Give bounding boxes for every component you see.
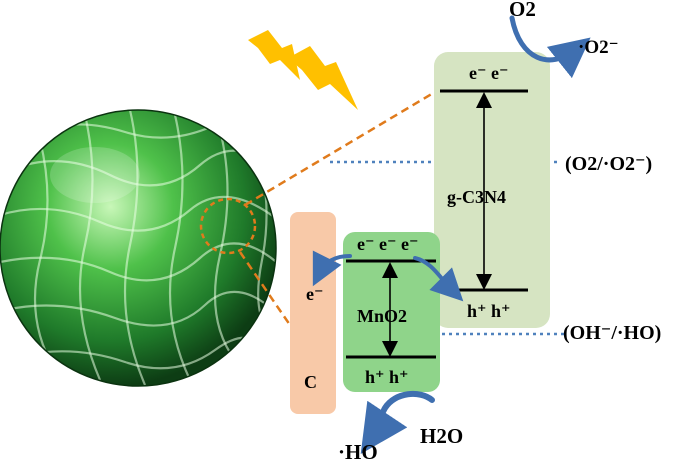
gcn-material-label: g-C3N4 — [447, 187, 506, 207]
hydroxyl-radical-label: ·HO — [338, 440, 378, 464]
mno2-material-label: MnO2 — [357, 306, 407, 326]
leader-line-upper — [244, 90, 436, 207]
mesh-sphere-icon — [0, 109, 277, 387]
carbon-material-label: C — [304, 372, 317, 392]
mno2-hole-label: h⁺ h⁺ — [365, 367, 409, 387]
gcn-electron-label: e⁻ e⁻ — [469, 63, 508, 83]
oh-couple-label: (OH⁻/·HO) — [563, 322, 661, 344]
lightning-icon — [248, 30, 358, 110]
electron-transfer-carbon-arrow — [312, 250, 352, 287]
electron-transfer-gcn-arrow — [413, 256, 464, 302]
o2-label: O2 — [509, 0, 536, 21]
mno2-electron-label: e⁻ e⁻ e⁻ — [357, 234, 418, 254]
gcn-hole-label: h⁺ h⁺ — [467, 301, 511, 321]
leader-line-lower — [238, 251, 294, 329]
water-oxidation-arrow — [360, 390, 435, 454]
superoxide-label: ·O2⁻ — [578, 37, 619, 58]
zoom-circle — [199, 197, 257, 255]
gcn-band-box — [434, 52, 550, 328]
o2-reduction-arrow — [509, 15, 591, 79]
carbon-electron-label: e⁻ — [306, 284, 324, 304]
o2-couple-label: (O2/·O2⁻) — [565, 153, 652, 175]
h2o-label: H2O — [420, 424, 463, 448]
